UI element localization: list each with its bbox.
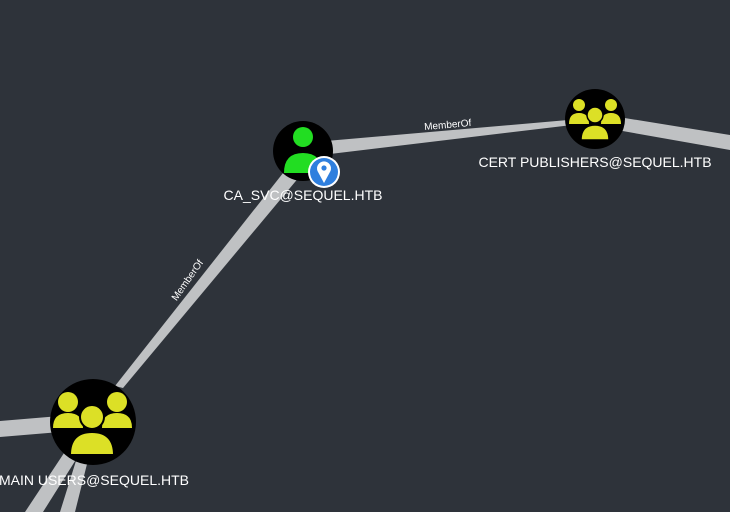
edge-domain-users-left[interactable] [0, 416, 60, 437]
node-label-cert-publishers: CERT PUBLISHERS@SEQUEL.HTB [478, 154, 711, 170]
edge-domain-users-bottom-b[interactable] [60, 448, 90, 512]
edge-cert-publishers-offscreen[interactable] [600, 114, 730, 150]
map-marker-icon[interactable] [308, 156, 340, 188]
edge-label-memberof-top: MemberOf [424, 118, 472, 133]
node-label-ca-svc: CA_SVC@SEQUEL.HTB [224, 187, 383, 203]
node-label-domain-users: DOMAIN USERS@SEQUEL.HTB [0, 472, 189, 488]
node-ca-svc[interactable] [273, 121, 340, 188]
node-domain-users[interactable] [50, 379, 136, 465]
group-icon [569, 99, 621, 141]
edge-domain-users-bottom-a[interactable] [25, 444, 82, 512]
node-cert-publishers[interactable] [565, 89, 625, 149]
edge-ca-svc-cert-publishers[interactable] [303, 120, 572, 157]
group-icon [53, 392, 132, 456]
edge-ca-svc-domain-users[interactable] [115, 168, 300, 388]
